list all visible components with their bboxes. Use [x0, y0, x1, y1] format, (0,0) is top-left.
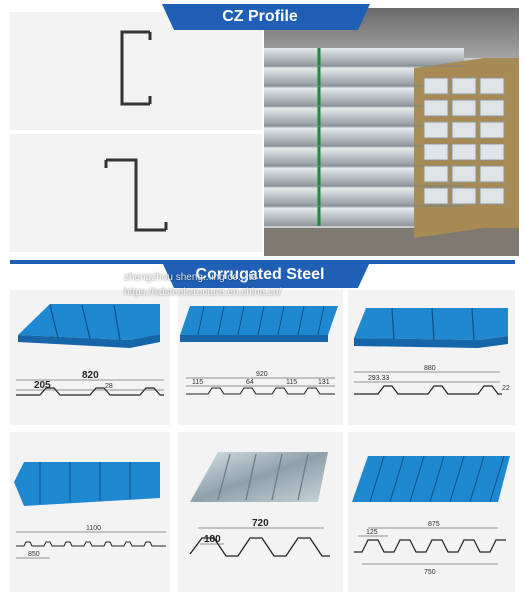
cz-profile-banner: CZ Profile — [150, 4, 370, 30]
dim-880: 880 — [424, 365, 436, 372]
dim-22: 22 — [502, 385, 510, 392]
dim-293-33: 293.33 — [368, 375, 390, 382]
dim-1100: 1100 — [86, 525, 101, 532]
corrugated-steel-banner: Corrugated Steel — [150, 262, 370, 288]
dim-180: 180 — [204, 534, 221, 545]
watermark-company: zhengzhou sheng...ing co., ltd — [124, 272, 257, 283]
dim-920: 920 — [256, 371, 268, 378]
profile-card-5: 720 180 — [178, 432, 343, 592]
dim-850: 850 — [28, 551, 40, 558]
dim-115-left: 115 — [192, 379, 203, 386]
dim-875: 875 — [428, 521, 440, 528]
z-profile-shape — [104, 158, 168, 232]
profile-card-1: 820 205 28 — [10, 290, 170, 425]
dim-28: 28 — [105, 383, 113, 390]
c-profile-panel — [10, 12, 262, 130]
watermark-url: https://sdsteelstructure.en.china.cn/ — [124, 287, 282, 298]
dim-750: 750 — [424, 569, 436, 576]
dim-205: 205 — [34, 380, 51, 391]
c-profile-shape — [120, 30, 152, 106]
profile-card-6: 875 125 750 — [348, 432, 515, 592]
purlin-stack-photo — [264, 8, 519, 256]
dim-64: 64 — [246, 379, 254, 386]
z-profile-panel — [10, 134, 262, 252]
dim-820: 820 — [82, 370, 99, 381]
profile-card-3: 880 293.33 22 — [348, 290, 515, 425]
profile-card-4: 1100 850 — [10, 432, 170, 592]
dim-115-right: 115 — [286, 379, 297, 386]
dim-720: 720 — [252, 518, 269, 529]
dim-125: 125 — [366, 529, 378, 536]
profile-card-2: 920 115 64 115 131 — [178, 290, 343, 425]
dim-131: 131 — [318, 379, 330, 386]
